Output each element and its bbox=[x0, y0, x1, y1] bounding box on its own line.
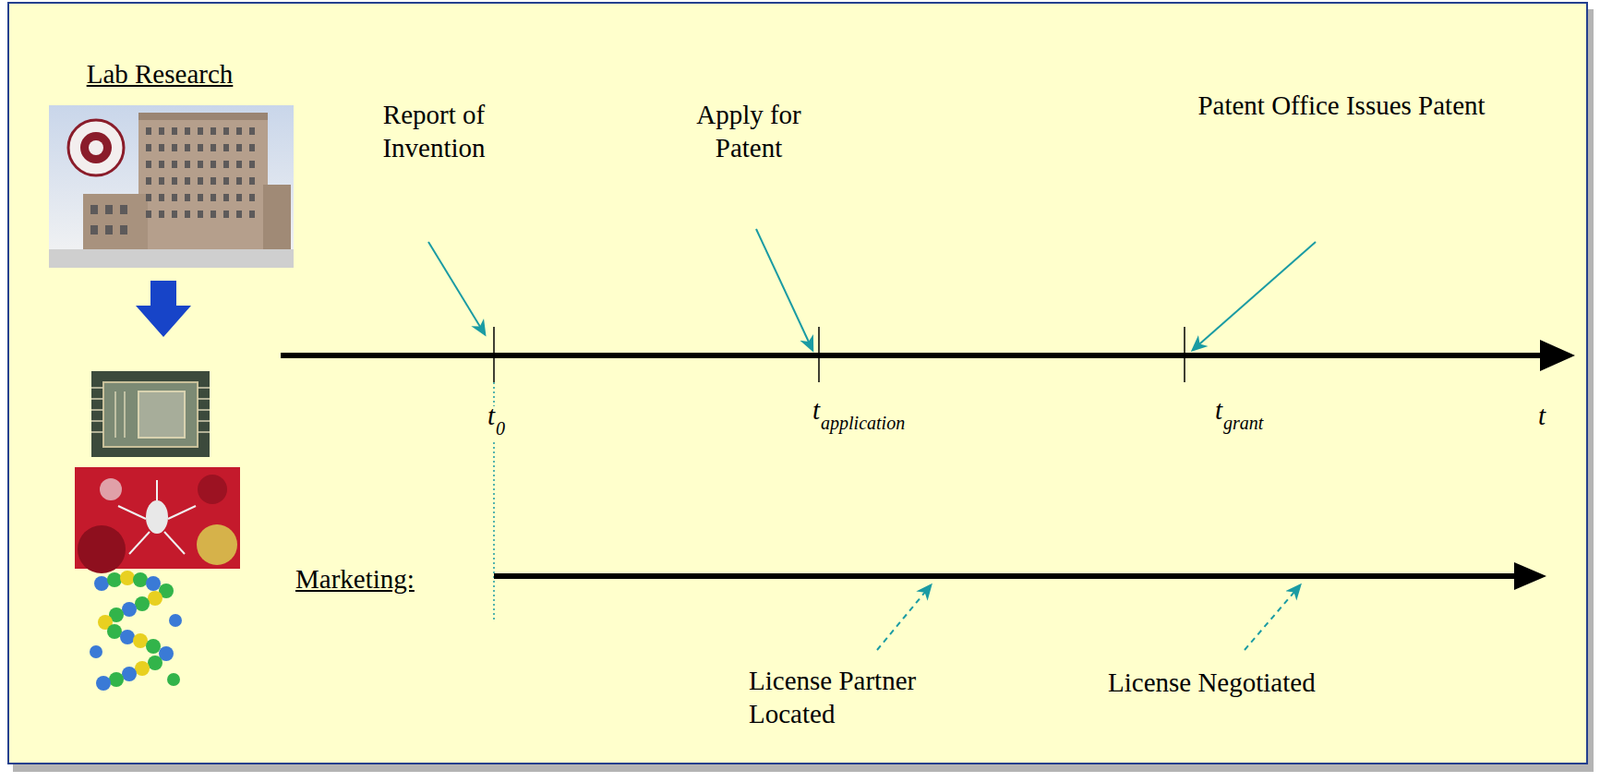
time-axis bbox=[280, 326, 1576, 383]
building-photo bbox=[48, 105, 294, 268]
section-heading: Lab Research bbox=[86, 57, 234, 91]
chip-photo bbox=[91, 371, 210, 458]
axis-symbol: t bbox=[1538, 406, 1547, 427]
event-label: License Negotiated bbox=[1107, 665, 1316, 699]
label-holder: License Partner Located bbox=[748, 663, 971, 731]
milestone-pointers bbox=[428, 228, 1316, 350]
label-holder: Marketing: bbox=[295, 562, 453, 596]
label-holder: Patent Office Issues Patent bbox=[1147, 88, 1536, 122]
time-symbol: tgrant bbox=[1215, 400, 1264, 434]
label-holder: License Negotiated bbox=[1107, 665, 1376, 699]
down-arrow bbox=[135, 280, 192, 337]
dna-model bbox=[89, 570, 182, 691]
marketing-axis bbox=[493, 562, 1547, 590]
label-holder: tapplication bbox=[812, 400, 942, 434]
label-holder: Report of Invention bbox=[355, 97, 513, 165]
label-holder: t bbox=[1538, 406, 1566, 431]
milestone-label: Report of Invention bbox=[355, 97, 513, 165]
milestone-label: Patent Office Issues Patent bbox=[1197, 88, 1485, 122]
nanobot-picture bbox=[74, 467, 241, 574]
marketing-pointers bbox=[877, 585, 1300, 650]
label-holder: t0 bbox=[487, 406, 534, 440]
label-holder: tgrant bbox=[1215, 400, 1299, 434]
section-heading: Marketing: bbox=[295, 562, 415, 596]
milestone-label: Apply for Patent bbox=[679, 97, 819, 165]
time-symbol: t0 bbox=[487, 406, 506, 440]
label-holder: Apply for Patent bbox=[679, 97, 819, 165]
event-label: License Partner Located bbox=[748, 663, 971, 731]
label-holder: Lab Research bbox=[58, 57, 262, 91]
time-symbol: tapplication bbox=[812, 400, 905, 434]
